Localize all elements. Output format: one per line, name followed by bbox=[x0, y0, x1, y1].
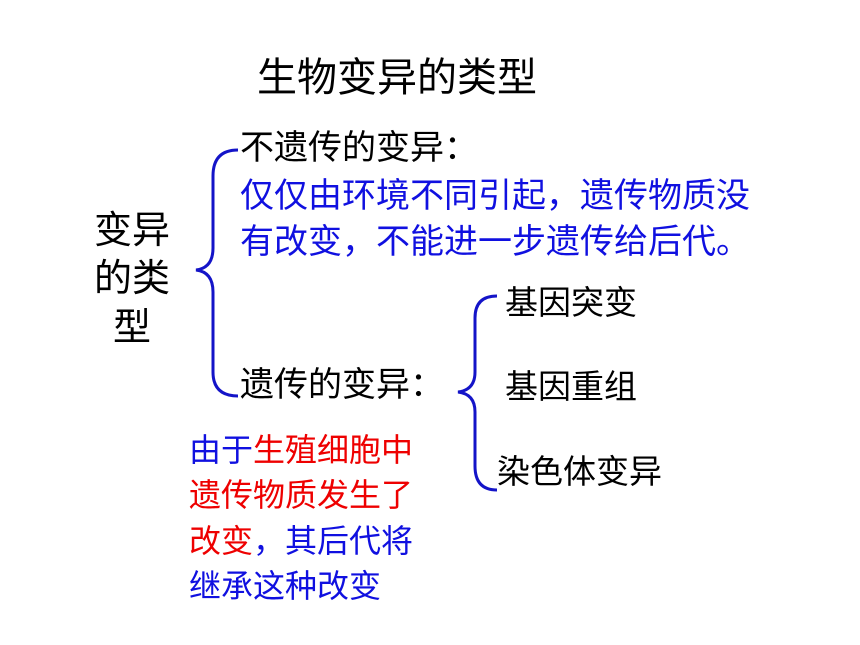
heritable-type-gene-mutation: 基因突变 bbox=[505, 283, 637, 322]
heritable-desc-line-1: 由于生殖细胞中 bbox=[189, 434, 413, 466]
heritable-type-gene-recombination: 基因重组 bbox=[505, 367, 637, 406]
heritable-desc-line-3: 改变，其后代将 bbox=[189, 525, 413, 557]
root-label-line-2: 的类 bbox=[93, 256, 170, 300]
non-heritable-desc-line-1: 仅仅由环境不同引起，遗传物质没 bbox=[240, 176, 750, 216]
page-title: 生物变异的类型 bbox=[257, 55, 537, 101]
heritable-desc-line-2: 遗传物质发生了 bbox=[189, 479, 413, 511]
heritable-desc-line-3-red: 改变 bbox=[189, 522, 254, 560]
heritable-label: 遗传的变异： bbox=[240, 365, 444, 405]
heritable-desc-line-2-red: 遗传物质发生了 bbox=[189, 476, 414, 514]
sub-brace bbox=[457, 294, 498, 492]
non-heritable-label: 不遗传的变异： bbox=[240, 128, 478, 168]
heritable-desc-line-3-blue: ，其后代将 bbox=[253, 522, 414, 560]
heritable-desc-line-1-blue: 由于 bbox=[189, 431, 254, 469]
heritable-desc-line-1-red: 生殖细胞中 bbox=[253, 431, 414, 469]
heritable-desc-line-4-blue: 继承这种改变 bbox=[189, 567, 382, 605]
root-label-line-1: 变异 bbox=[93, 208, 170, 252]
heritable-desc-line-4: 继承这种改变 bbox=[189, 570, 381, 602]
heritable-type-chromosome-variation: 染色体变异 bbox=[497, 452, 662, 491]
root-label-line-3: 型 bbox=[112, 305, 151, 349]
main-brace bbox=[195, 148, 239, 398]
non-heritable-desc-line-2: 有改变，不能进一步遗传给后代。 bbox=[240, 222, 750, 262]
